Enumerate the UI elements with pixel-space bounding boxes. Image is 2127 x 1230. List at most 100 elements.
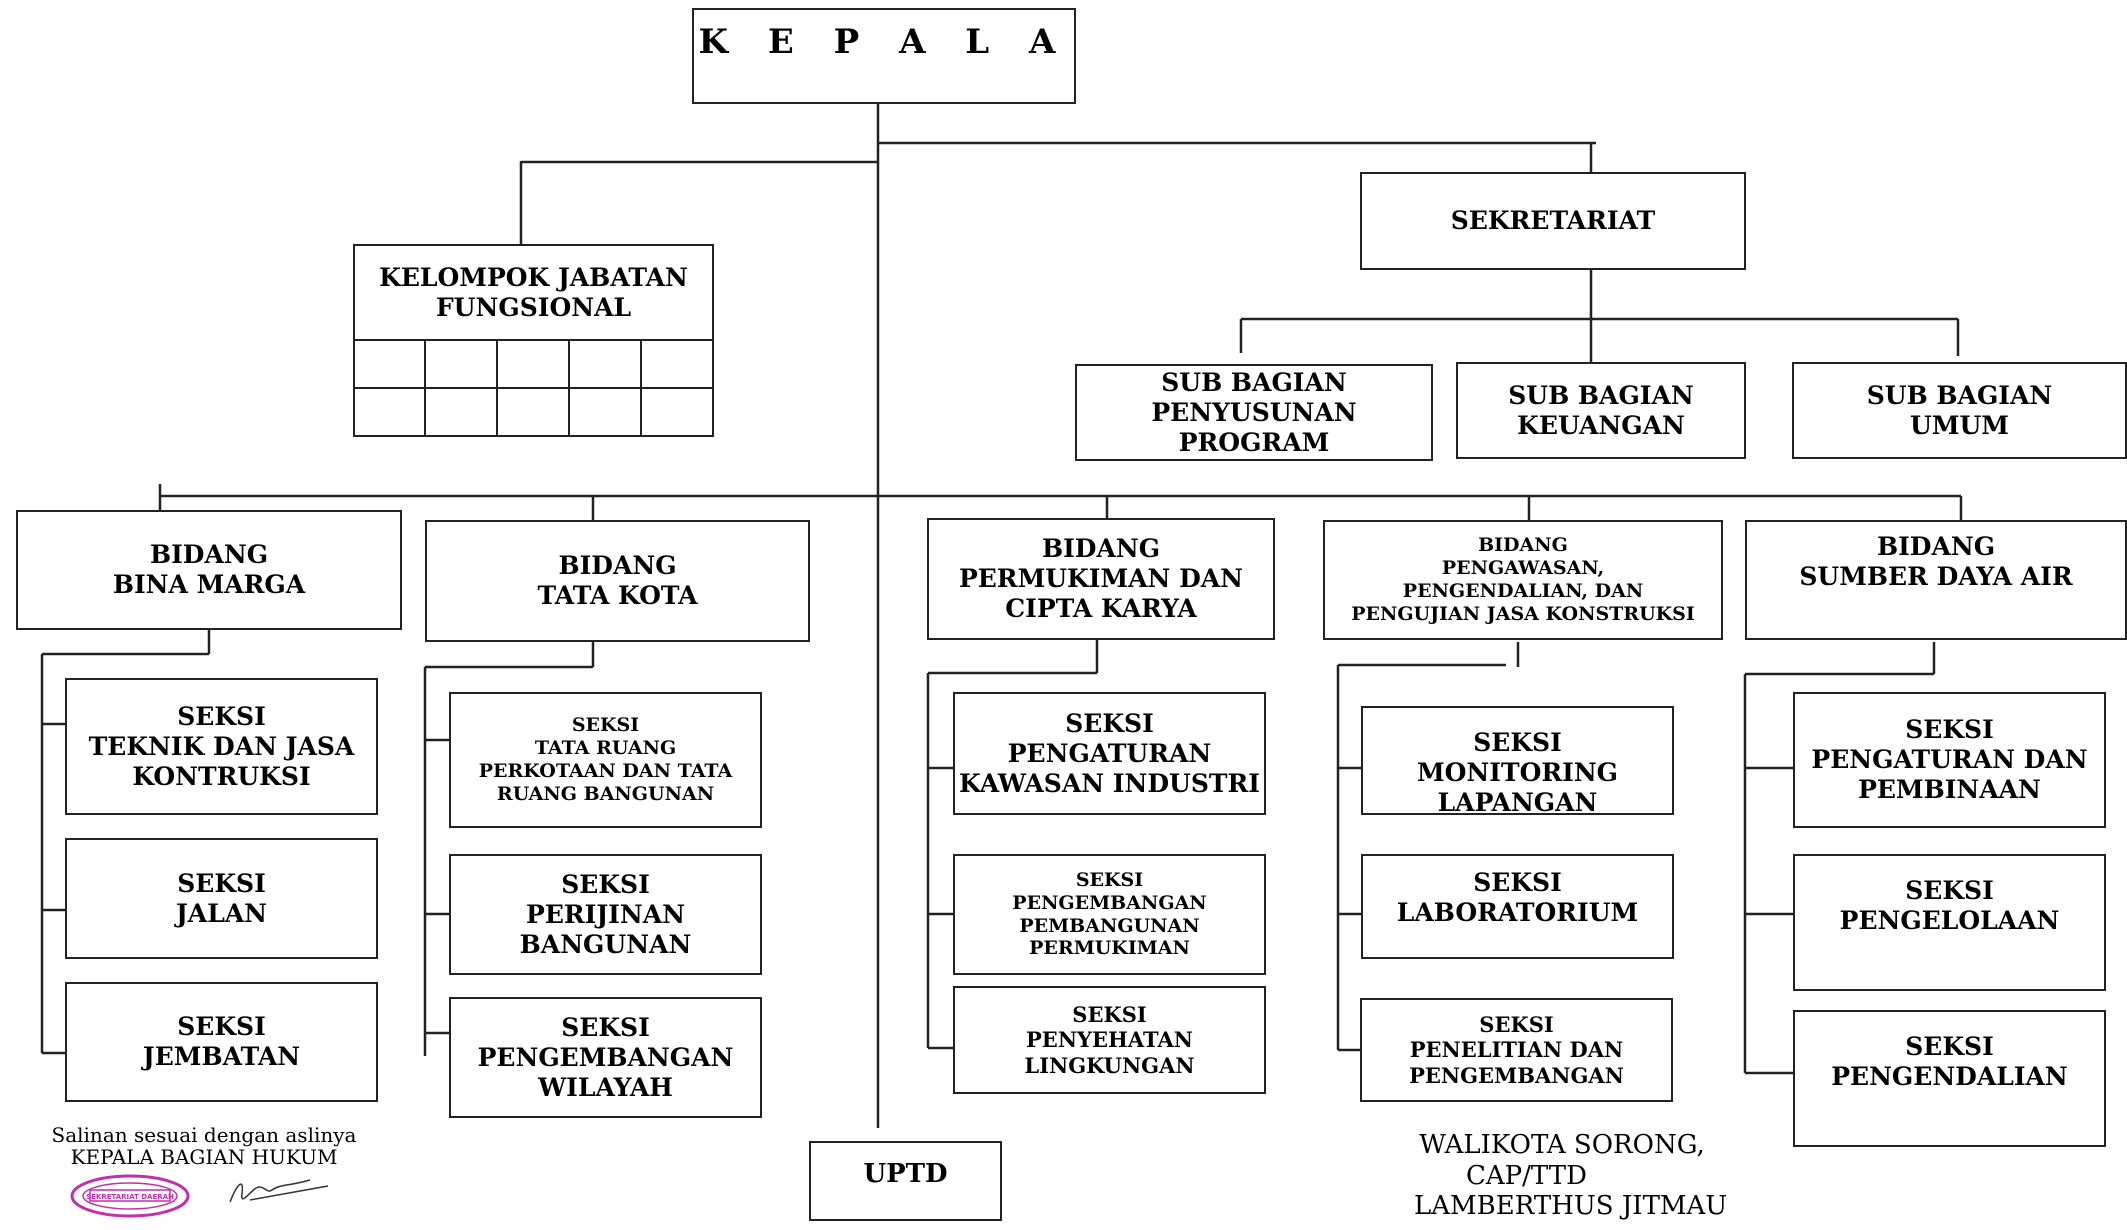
seksi-monitoring-lapangan: SEKSI MONITORING LAPANGAN — [1361, 706, 1674, 815]
sub-bagian-line-1: SUB BAGIAN — [1866, 380, 2053, 410]
seksi-laboratorium: SEKSI LABORATORIUM — [1361, 854, 1674, 959]
bidang-line-3: PENGENDALIAN, DAN — [1402, 580, 1644, 602]
seksi-line-2: PENGEMBANGAN — [1012, 891, 1207, 914]
bidang-line-1: BIDANG — [558, 551, 677, 580]
official-stamp: SEKRETARIAT DAERAH — [70, 1174, 190, 1218]
walikota-note: WALIKOTA SORONG, CAP/TTD LAMBERTHUS JITM… — [1392, 1130, 1732, 1222]
seksi-line-1: SEKSI — [1075, 868, 1144, 891]
seksi-line-2: TATA RUANG — [534, 737, 677, 760]
grid-cell — [424, 339, 498, 389]
seksi-line-1: SEKSI — [177, 701, 266, 731]
bidang-line-2: PERMUKIMAN DAN — [958, 564, 1244, 593]
seksi-penelitian-pengembangan: SEKSI PENELITIAN DAN PENGEMBANGAN — [1360, 998, 1673, 1102]
uptd-box: UPTD — [809, 1141, 1002, 1221]
seksi-tata-ruang: SEKSI TATA RUANG PERKOTAAN DAN TATA RUAN… — [449, 692, 762, 828]
grid-cell — [496, 339, 570, 389]
sub-bagian-line-2: PENYUSUNAN PROGRAM — [1151, 397, 1357, 457]
seksi-line-3: PENGEMBANGAN — [1409, 1062, 1624, 1088]
seksi-line-3: LINGKUNGAN — [1024, 1052, 1195, 1078]
seksi-jalan: SEKSI JALAN — [65, 838, 378, 959]
salinan-line-2: KEPALA BAGIAN HUKUM — [70, 1145, 338, 1169]
walikota-line-1: WALIKOTA SORONG, — [1419, 1130, 1705, 1160]
seksi-pengembangan-pembangunan-permukiman: SEKSI PENGEMBANGAN PEMBANGUNAN PERMUKIMA… — [953, 854, 1266, 975]
kelompok-line-2: FUNGSIONAL — [435, 292, 632, 322]
seksi-line-2: TEKNIK DAN JASA — [88, 731, 355, 761]
grid-cell — [353, 387, 426, 437]
seksi-line-2: PENGELOLAAN — [1839, 906, 2060, 935]
seksi-line-3: PEMBANGUNAN — [1019, 914, 1200, 937]
seksi-line-3: BANGUNAN — [519, 929, 692, 959]
seksi-jembatan: SEKSI JEMBATAN — [65, 982, 378, 1102]
seksi-line-1: SEKSI — [1072, 1002, 1147, 1028]
seksi-pengaturan-pembinaan: SEKSI PENGATURAN DAN PEMBINAAN — [1793, 692, 2106, 828]
seksi-line-3: LAPANGAN — [1437, 788, 1598, 815]
bidang-pengawasan-pengendalian-pengujian: BIDANG PENGAWASAN, PENGENDALIAN, DAN PEN… — [1323, 520, 1723, 640]
grid-cell — [424, 387, 498, 437]
seksi-pengelolaan: SEKSI PENGELOLAAN — [1793, 854, 2106, 991]
seksi-line-3: KONTRUKSI — [132, 761, 311, 791]
salinan-line-1: Salinan sesuai dengan aslinya — [51, 1123, 357, 1147]
seksi-line-1: SEKSI — [1473, 868, 1562, 897]
sub-bagian-line-2: UMUM — [1910, 410, 2009, 440]
bidang-line-2: TATA KOTA — [537, 581, 698, 610]
seksi-line-1: SEKSI — [1479, 1012, 1554, 1038]
salinan-note: Salinan sesuai dengan aslinya KEPALA BAG… — [34, 1124, 374, 1168]
bidang-line-1: BIDANG — [1478, 534, 1568, 557]
seksi-line-3: PERKOTAAN DAN TATA — [478, 760, 733, 782]
seksi-line-3: WILAYAH — [538, 1072, 673, 1102]
bidang-line-2: BINA MARGA — [112, 570, 306, 599]
seksi-line-1: SEKSI — [177, 1012, 266, 1041]
bidang-line-1: BIDANG — [1876, 532, 1996, 561]
seksi-penyehatan-lingkungan: SEKSI PENYEHATAN LINGKUNGAN — [953, 986, 1266, 1094]
grid-cell — [568, 339, 642, 389]
seksi-line-1: SEKSI — [561, 1012, 650, 1042]
signature — [229, 1179, 329, 1203]
sub-bagian-line-1: SUB BAGIAN — [1508, 380, 1694, 410]
seksi-line-2: JALAN — [175, 898, 268, 928]
bidang-sumber-daya-air: BIDANG SUMBER DAYA AIR — [1745, 520, 2127, 640]
seksi-line-4: RUANG BANGUNAN — [496, 782, 715, 805]
seksi-line-1: SEKSI — [1905, 876, 1994, 905]
kepala-label: K E P A L A — [698, 22, 1070, 62]
kepala-box: K E P A L A — [692, 8, 1076, 104]
stamp-label: SEKRETARIAT DAERAH — [86, 1193, 174, 1201]
uptd-label: UPTD — [863, 1159, 948, 1189]
seksi-line-2: PENGATURAN — [1007, 738, 1212, 768]
grid-cell — [353, 339, 426, 389]
grid-cell — [640, 339, 714, 389]
walikota-line-2: CAP/TTD — [1466, 1160, 1587, 1191]
seksi-line-2: MONITORING — [1416, 758, 1619, 787]
seksi-line-1: SEKSI — [1905, 715, 1994, 744]
seksi-line-1: SEKSI — [1473, 728, 1562, 757]
sub-bagian-penyusunan-program: SUB BAGIAN PENYUSUNAN PROGRAM — [1075, 364, 1433, 461]
grid-cell — [496, 387, 570, 437]
seksi-line-2: PENGATURAN DAN — [1811, 745, 2088, 774]
kelompok-jabatan-box: KELOMPOK JABATAN FUNGSIONAL — [353, 244, 714, 341]
sekretariat-box: SEKRETARIAT — [1360, 172, 1746, 270]
seksi-pengendalian: SEKSI PENGENDALIAN — [1793, 1010, 2106, 1147]
seksi-line-1: SEKSI — [561, 869, 650, 899]
seksi-pengaturan-kawasan-industri: SEKSI PENGATURAN KAWASAN INDUSTRI — [953, 692, 1266, 815]
bidang-line-1: BIDANG — [1041, 534, 1161, 563]
seksi-line-2: LABORATORIUM — [1396, 898, 1639, 927]
seksi-line-2: PENGENDALIAN — [1831, 1062, 2068, 1091]
seksi-line-1: SEKSI — [1905, 1032, 1994, 1061]
seksi-line-3: KAWASAN INDUSTRI — [959, 768, 1260, 798]
sub-bagian-umum: SUB BAGIAN UMUM — [1792, 362, 2127, 459]
seksi-line-2: PERIJINAN — [526, 899, 685, 929]
bidang-line-2: SUMBER DAYA AIR — [1799, 562, 2073, 591]
seksi-perijinan-bangunan: SEKSI PERIJINAN BANGUNAN — [449, 854, 762, 975]
seksi-line-2: JEMBATAN — [142, 1042, 301, 1071]
seksi-line-2: PENYEHATAN — [1026, 1027, 1193, 1053]
seksi-line-1: SEKSI — [177, 868, 266, 898]
seksi-teknik-jasa-kontruksi: SEKSI TEKNIK DAN JASA KONTRUKSI — [65, 678, 378, 815]
sekretariat-label: SEKRETARIAT — [1450, 206, 1656, 235]
seksi-line-2: PENGEMBANGAN — [477, 1042, 734, 1072]
bidang-tata-kota: BIDANG TATA KOTA — [425, 520, 810, 642]
sub-bagian-line-2: KEUANGAN — [1517, 410, 1685, 440]
bidang-line-4: PENGUJIAN JASA KONSTRUKSI — [1351, 602, 1695, 625]
grid-cell — [568, 387, 642, 437]
grid-cell — [640, 387, 714, 437]
